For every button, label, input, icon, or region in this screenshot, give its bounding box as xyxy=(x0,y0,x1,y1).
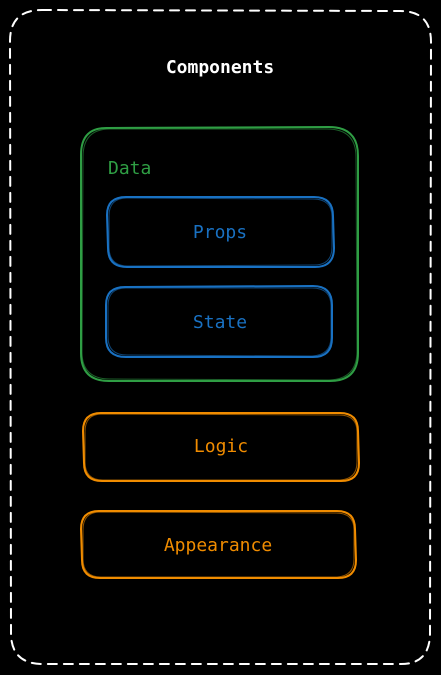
appearance-box xyxy=(79,510,358,579)
appearance-label: Appearance xyxy=(163,535,273,556)
data-group-label: Data xyxy=(108,158,152,179)
logic-box xyxy=(81,412,361,482)
data-group-box xyxy=(80,125,359,382)
state-box xyxy=(105,284,333,358)
components-container xyxy=(8,8,433,666)
logic-label: Logic xyxy=(193,436,249,457)
state-label: State xyxy=(192,312,248,333)
props-box xyxy=(105,196,336,268)
components-label: Components xyxy=(165,57,275,78)
props-label: Props xyxy=(192,222,248,243)
